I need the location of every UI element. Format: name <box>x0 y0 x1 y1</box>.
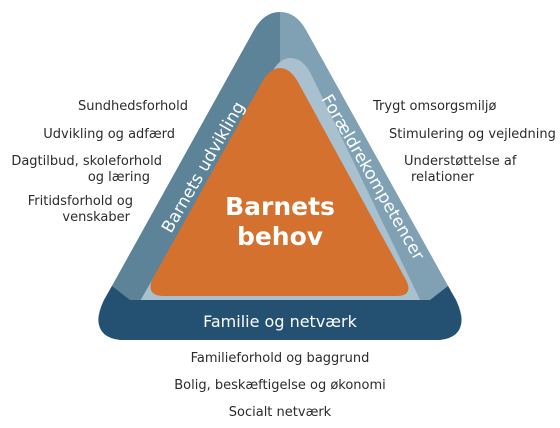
right-label-2: Stimulering og vejledning <box>389 127 556 142</box>
left-label-4-line2: venskaber <box>62 210 130 225</box>
right-label-1: Trygt omsorgsmiljø <box>372 99 497 114</box>
right-label-3-line1: Understøttelse af <box>404 154 517 169</box>
left-label-3-line2: og læring <box>88 170 150 185</box>
bottom-band <box>98 286 462 340</box>
center-title-line2: behov <box>237 222 323 251</box>
left-label-4-line1: Fritidsforhold og <box>28 194 133 209</box>
center-title-line1: Barnets <box>225 192 335 221</box>
bottom-label-3: Socialt netværk <box>229 405 332 420</box>
bottom-label-2: Bolig, beskæftigelse og økonomi <box>174 378 386 393</box>
center-triangle <box>150 68 409 296</box>
bottom-label-1: Familieforhold og baggrund <box>191 351 370 366</box>
right-label-3-line2: relationer <box>411 170 475 185</box>
left-label-1: Sundhedsforhold <box>78 99 188 114</box>
side-label-bottom: Familie og netværk <box>203 312 357 331</box>
left-label-2: Udvikling og adfærd <box>43 127 175 142</box>
left-label-3-line1: Dagtilbud, skoleforhold <box>11 154 162 169</box>
